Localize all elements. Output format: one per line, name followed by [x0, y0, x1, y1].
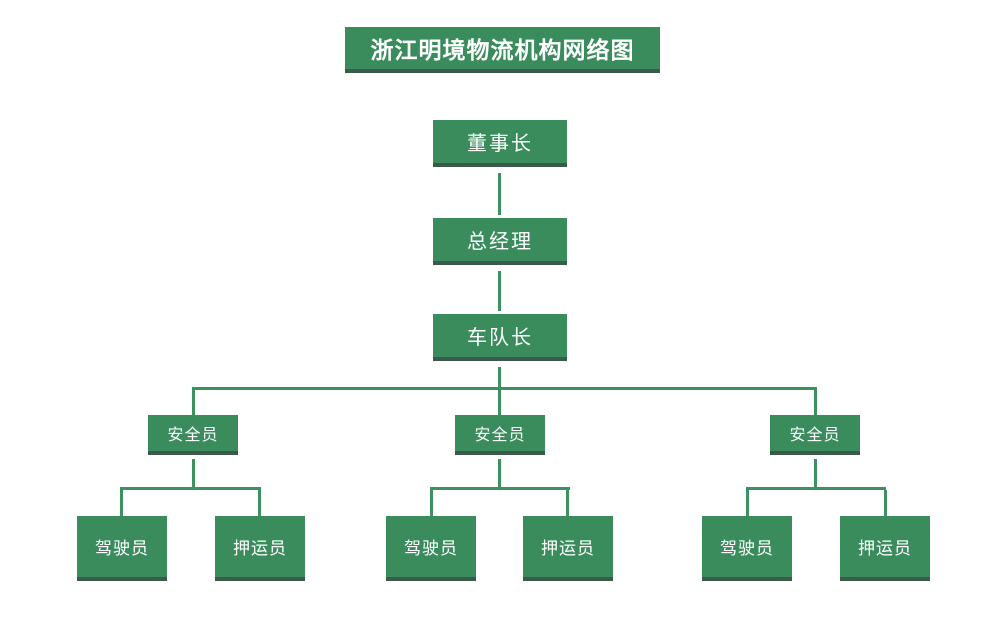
connector-drop-escort-1	[258, 490, 261, 516]
org-node-escort-3: 押运员	[840, 516, 930, 581]
connector-rail-group-1	[120, 487, 261, 490]
org-node-driver-2: 驾驶员	[386, 516, 476, 581]
connector-stem-group-3	[814, 459, 817, 490]
connector-drop-driver-2	[430, 490, 433, 516]
connector-drop-escort-3	[884, 490, 887, 516]
connector-drop-safety-3	[814, 389, 817, 415]
connector-drop-driver-1	[120, 490, 123, 516]
chart-title: 浙江明境物流机构网络图	[345, 27, 660, 73]
org-node-general-manager: 总经理	[433, 218, 567, 265]
connector-rail-group-3	[746, 487, 886, 490]
connector-drop-safety-1	[192, 389, 195, 415]
org-node-safety-officer-1: 安全员	[148, 415, 238, 455]
org-node-driver-3: 驾驶员	[702, 516, 792, 581]
connector-chairman-gm	[498, 173, 501, 215]
org-node-fleet-captain: 车队长	[433, 314, 567, 361]
org-node-safety-officer-2: 安全员	[455, 415, 545, 455]
connector-gm-fleet	[498, 271, 501, 311]
connector-stem-group-2	[498, 459, 501, 490]
org-node-escort-1: 押运员	[215, 516, 305, 581]
connector-drop-driver-3	[746, 490, 749, 516]
connector-rail-level3	[192, 387, 817, 390]
org-node-chairman: 董事长	[433, 120, 567, 167]
connector-drop-escort-2	[566, 490, 569, 516]
org-node-safety-officer-3: 安全员	[770, 415, 860, 455]
connector-fleet-stem	[498, 367, 501, 415]
org-node-driver-1: 驾驶员	[77, 516, 167, 581]
connector-rail-group-2	[430, 487, 570, 490]
connector-stem-group-1	[192, 459, 195, 490]
org-node-escort-2: 押运员	[523, 516, 613, 581]
